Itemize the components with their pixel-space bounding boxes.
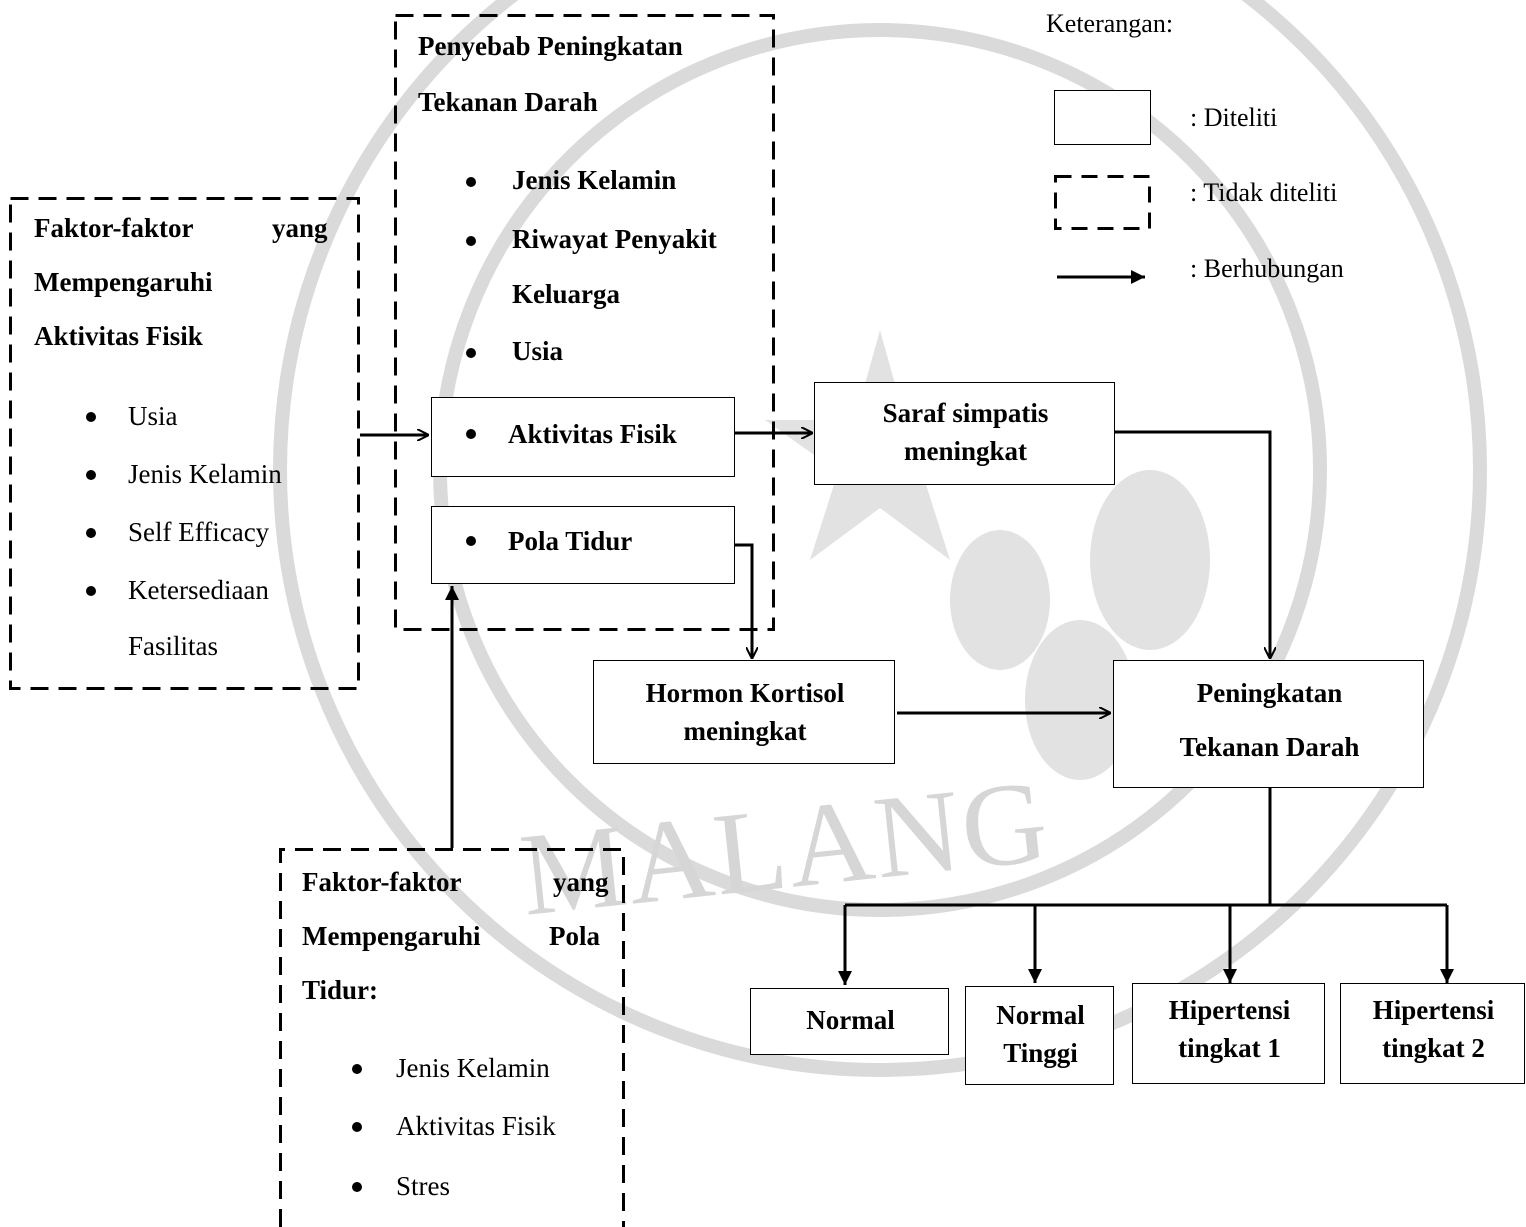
node-hormon-line2: meningkat: [683, 716, 807, 746]
cause-item: Riwayat Penyakit: [512, 224, 717, 254]
factor-activity-item: Ketersediaan: [128, 575, 269, 605]
node-pola-tidur: Pola Tidur: [431, 506, 735, 584]
factor-sleep-item: Stres: [396, 1171, 450, 1201]
legend-dashed-box: [1054, 175, 1151, 230]
factor-activity-item: Fasilitas: [128, 631, 219, 661]
bullet: [466, 177, 476, 187]
cause-item: Keluarga: [512, 279, 620, 309]
factors-sleep-title-2a: Mempengaruhi: [302, 921, 481, 951]
node-normal: Normal: [750, 988, 949, 1055]
node-normal-tinggi-line1: Normal: [996, 1000, 1085, 1030]
bullet: [352, 1064, 362, 1074]
factor-activity-item: Jenis Kelamin: [128, 459, 282, 489]
node-ht1-line1: Hipertensi: [1168, 995, 1291, 1025]
factors-activity-title-1b: yang: [272, 213, 328, 243]
arrow-pola-to-hormon: [735, 543, 752, 658]
node-aktivitas-fisik: Aktivitas Fisik: [431, 397, 735, 477]
factor-sleep-item: Jenis Kelamin: [396, 1053, 550, 1083]
causes-title-2: Tekanan Darah: [418, 87, 598, 117]
node-saraf-line2: meningkat: [903, 436, 1028, 466]
node-normal-label: Normal: [806, 1005, 895, 1035]
factors-sleep-title-3: Tidur:: [302, 975, 379, 1005]
bullet: [86, 412, 96, 422]
node-peningkatan-tekanan-darah: Peningkatan Tekanan Darah: [1113, 660, 1424, 788]
factors-sleep-title-2b: Pola: [549, 921, 600, 951]
node-ht2-line1: Hipertensi: [1372, 995, 1495, 1025]
factor-sleep-item: Aktivitas Fisik: [396, 1111, 556, 1141]
bullet: [86, 586, 96, 596]
factors-sleep-box: [279, 848, 625, 1227]
node-saraf-simpatis: Saraf simpatis meningkat: [814, 382, 1115, 485]
node-hormon-line1: Hormon Kortisol: [645, 678, 845, 708]
bullet: [466, 429, 476, 439]
factors-sleep-title-1a: Faktor-faktor: [302, 867, 462, 897]
causes-title-1: Penyebab Peningkatan: [418, 31, 683, 61]
bullet: [86, 528, 96, 538]
bullet: [466, 348, 476, 358]
node-aktivitas-label: Aktivitas Fisik: [508, 419, 677, 449]
cause-item: Jenis Kelamin: [512, 165, 677, 195]
node-hipertensi-1: Hipertensi tingkat 1: [1132, 983, 1325, 1084]
node-pola-tidur-label: Pola Tidur: [508, 526, 633, 556]
bullet: [352, 1182, 362, 1192]
node-normal-tinggi-line2: Tinggi: [1003, 1038, 1078, 1068]
legend-title: Keterangan:: [1046, 9, 1174, 38]
bullet: [466, 236, 476, 246]
causes-box: [394, 14, 775, 631]
node-saraf-line1: Saraf simpatis: [882, 398, 1049, 428]
factors-activity-title-2: Mempengaruhi: [34, 267, 213, 297]
bullet: [352, 1122, 362, 1132]
legend-dashed-label: : Tidak diteliti: [1190, 178, 1338, 207]
node-hormon-kortisol: Hormon Kortisol meningkat: [593, 660, 895, 764]
bullet: [86, 470, 96, 480]
node-ht1-line2: tingkat 1: [1178, 1033, 1281, 1063]
legend-solid-label: : Diteliti: [1190, 103, 1278, 132]
bullet: [466, 536, 476, 546]
factors-activity-box: [9, 197, 360, 690]
node-normal-tinggi: Normal Tinggi: [965, 986, 1114, 1085]
factors-sleep-title-1b: yang: [553, 867, 609, 897]
node-ht2-line2: tingkat 2: [1382, 1033, 1485, 1063]
node-hipertensi-2: Hipertensi tingkat 2: [1340, 983, 1525, 1084]
factor-activity-item: Usia: [128, 401, 178, 431]
factors-activity-title-3: Aktivitas Fisik: [34, 321, 203, 351]
factors-activity-title-1a: Faktor-faktor: [34, 213, 194, 243]
node-tekanan-line2: Tekanan Darah: [1179, 732, 1360, 762]
legend-solid-box: [1054, 90, 1151, 145]
arrow-saraf-to-tekanan: [1115, 430, 1270, 658]
node-tekanan-line1: Peningkatan: [1196, 678, 1343, 708]
cause-item: Usia: [512, 336, 564, 366]
factor-activity-item: Self Efficacy: [128, 517, 270, 547]
legend-arrow-label: : Berhubungan: [1190, 254, 1344, 283]
